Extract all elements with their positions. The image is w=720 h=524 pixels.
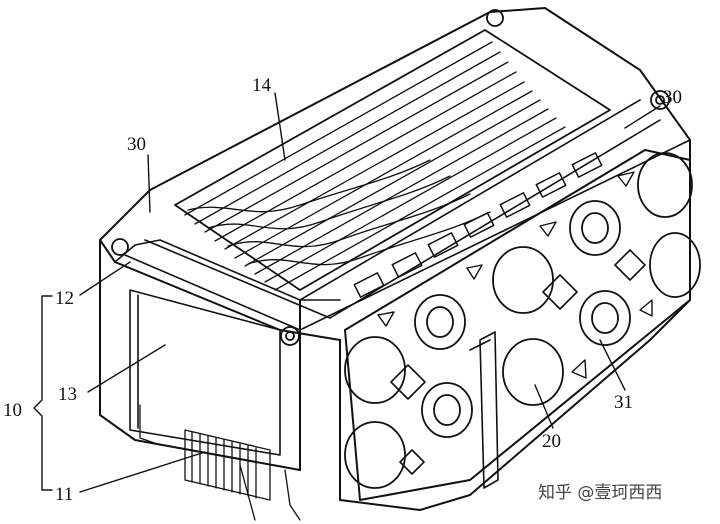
label-13: 13 [58, 384, 77, 405]
fin-block [139, 404, 301, 521]
label-30-top-right: 30 [663, 87, 682, 108]
diamond-recesses [390, 249, 646, 475]
rail-row [114, 99, 691, 331]
bracket-10 [33, 295, 53, 491]
front-face [344, 149, 691, 501]
side-panel [129, 289, 281, 456]
bolt-heads [111, 9, 670, 346]
label-10: 10 [3, 400, 22, 421]
center-partition [469, 331, 499, 489]
connector-tabs [353, 152, 603, 298]
top-cover [174, 29, 611, 291]
reference-labels: 30 14 30 12 10 13 11 20 31 [3, 75, 682, 505]
label-12: 12 [55, 288, 74, 309]
leader-14 [274, 92, 286, 161]
leader-20 [534, 384, 554, 429]
leader-13 [87, 344, 166, 393]
label-11: 11 [55, 484, 73, 505]
leader-lines [33, 92, 661, 493]
label-30-left: 30 [127, 134, 146, 155]
label-14: 14 [252, 75, 272, 96]
leader-30-left [147, 154, 151, 213]
leader-31 [599, 339, 626, 391]
leader-30-top-right [624, 105, 661, 129]
watermark-text: 知乎 @壹珂西西 [538, 483, 662, 503]
leader-12 [79, 261, 131, 296]
leader-11 [79, 451, 206, 493]
triangle-marks [377, 171, 653, 379]
cell-holes [344, 152, 701, 489]
label-31: 31 [614, 392, 633, 413]
label-20: 20 [542, 431, 561, 452]
